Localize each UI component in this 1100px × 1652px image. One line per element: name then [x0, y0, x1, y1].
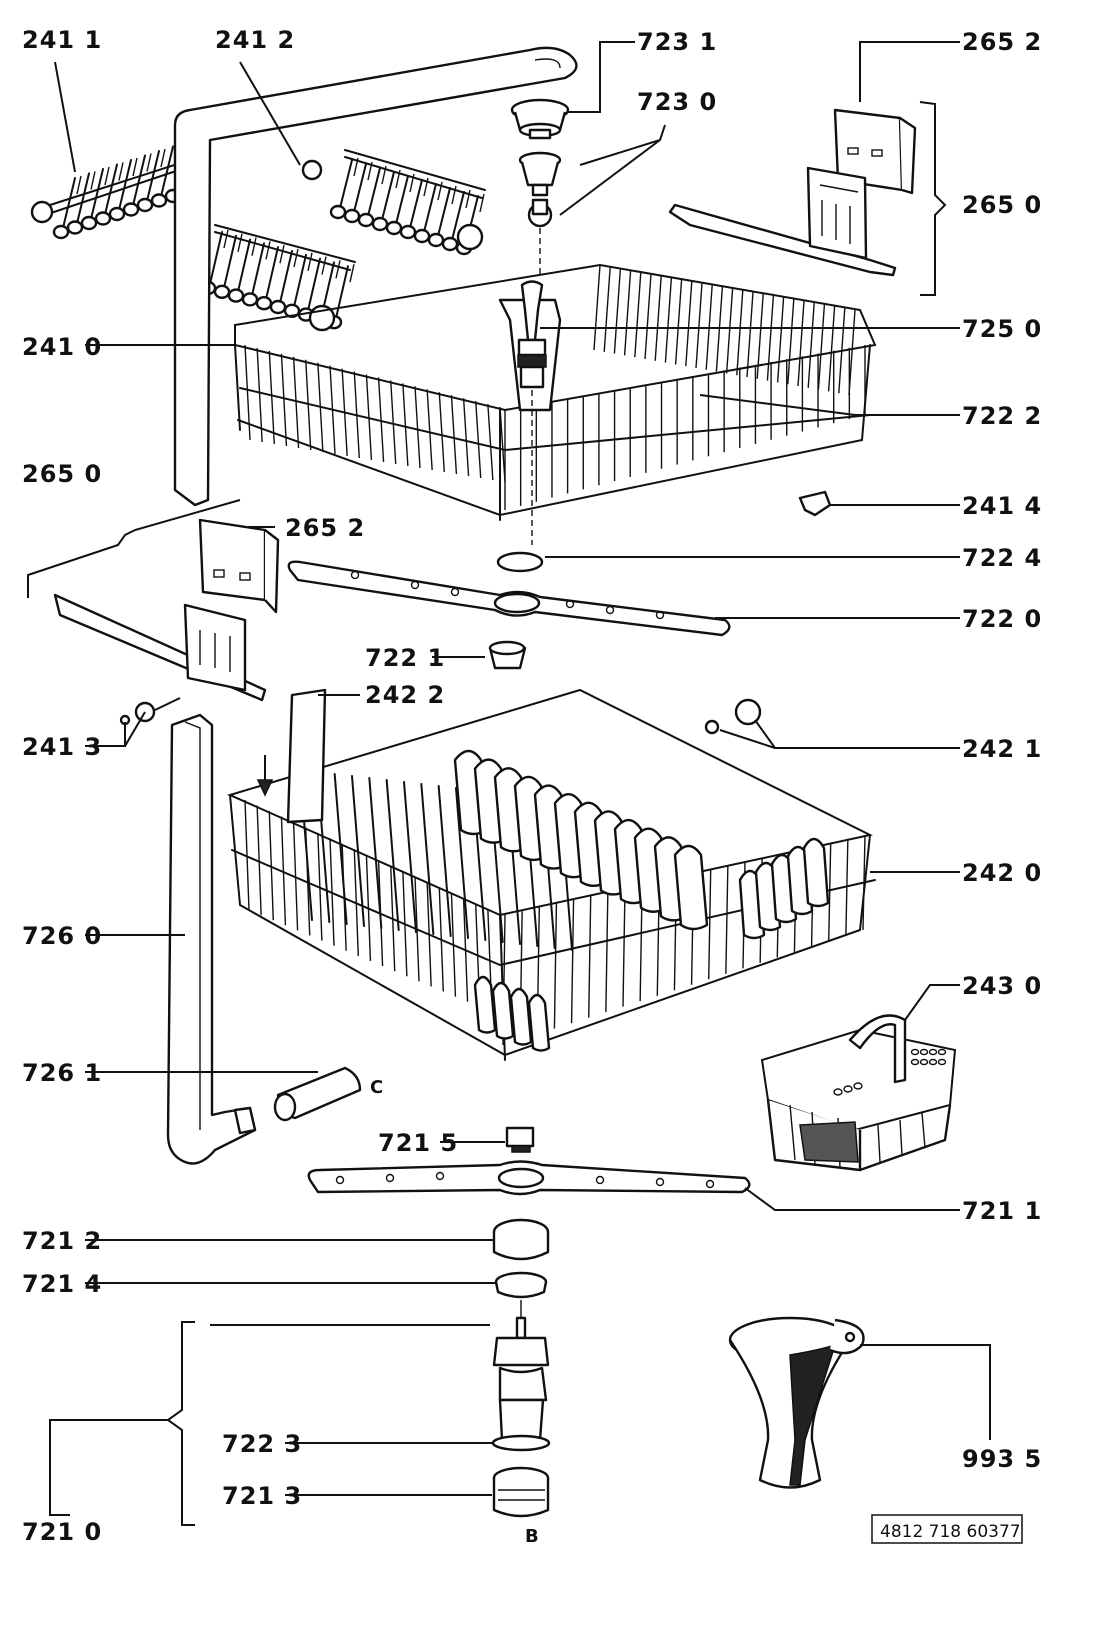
label-721-4: 721 4 — [22, 1270, 102, 1298]
lower-supply-pipe — [166, 713, 362, 1165]
tine-rack-middle — [199, 224, 356, 332]
label-726-0: 726 0 — [22, 922, 102, 950]
label-242-0: 242 0 — [962, 859, 1042, 887]
label-722-4: 722 4 — [962, 544, 1042, 572]
leader-lines — [49, 41, 991, 1516]
label-241-2: 241 2 — [215, 26, 295, 54]
label-721-3: 721 3 — [222, 1482, 302, 1510]
label-242-1: 242 1 — [962, 735, 1042, 763]
bracket-265-0-left — [27, 499, 241, 598]
cutlery-basket — [760, 1014, 957, 1172]
lower-spray-arm — [307, 1126, 751, 1518]
label-721-2: 721 2 — [22, 1227, 102, 1255]
label-726-1: 726 1 — [22, 1059, 102, 1087]
inlet-parts-723 — [510, 98, 570, 275]
clip-241-2 — [301, 159, 323, 181]
marker-b: B — [525, 1526, 539, 1547]
ring-722-3 — [491, 1434, 551, 1452]
drawing-number-box: 4812 718 60377 — [871, 1514, 1023, 1544]
salt-funnel — [728, 1316, 865, 1489]
label-241-4: 241 4 — [962, 492, 1042, 520]
label-993-5: 993 5 — [962, 1445, 1042, 1473]
upper-basket — [234, 263, 877, 521]
label-265-2-left: 265 2 — [285, 514, 365, 542]
upper-supply-pipe — [173, 46, 578, 507]
label-723-1: 723 1 — [637, 28, 717, 56]
label-243-0: 243 0 — [962, 972, 1042, 1000]
rail-bracket-top-right — [668, 108, 917, 277]
label-242-2: 242 2 — [365, 681, 445, 709]
tine-rack-left — [30, 135, 208, 240]
brace-721-0 — [166, 1321, 195, 1526]
clip-241-4 — [798, 490, 832, 517]
drawing-number: 4812 718 60377 — [880, 1522, 1021, 1542]
label-721-0: 721 0 — [22, 1518, 102, 1546]
lower-basket — [227, 688, 876, 1061]
label-265-0-left: 265 0 — [22, 460, 102, 488]
part-labels: 241 1 241 2 723 1 723 0 265 2 265 0 241 … — [22, 26, 1042, 1547]
seal-722-4 — [496, 551, 544, 573]
rail-bracket-left — [53, 518, 280, 726]
label-265-2-top: 265 2 — [962, 28, 1042, 56]
label-721-1: 721 1 — [962, 1197, 1042, 1225]
upper-spray-arm — [287, 551, 731, 670]
label-721-5: 721 5 — [378, 1129, 458, 1157]
label-725-0: 725 0 — [962, 315, 1042, 343]
marker-c: C — [370, 1077, 383, 1098]
label-722-3: 722 3 — [222, 1430, 302, 1458]
label-241-1: 241 1 — [22, 26, 102, 54]
label-265-0-right: 265 0 — [962, 191, 1042, 219]
label-241-3: 241 3 — [22, 733, 102, 761]
label-723-0: 723 0 — [637, 88, 717, 116]
label-722-0: 722 0 — [962, 605, 1042, 633]
brace-265-0-right — [919, 101, 947, 296]
label-722-1: 722 1 — [365, 644, 445, 672]
label-722-2: 722 2 — [962, 402, 1042, 430]
tine-rack-top — [301, 149, 486, 256]
label-241-0: 241 0 — [22, 333, 102, 361]
central-pipe-725 — [517, 280, 547, 545]
